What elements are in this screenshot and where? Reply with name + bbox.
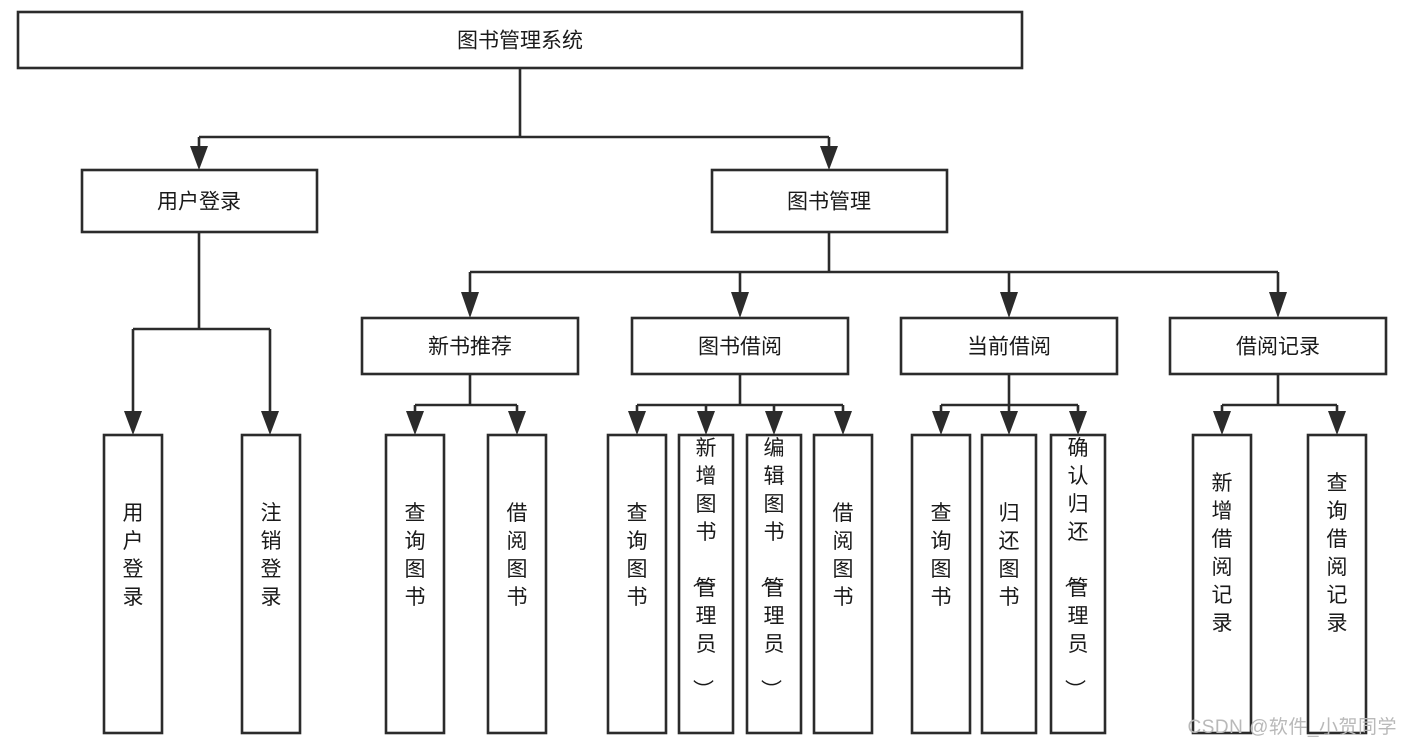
arrow-head-leaf-query-book-a bbox=[406, 411, 424, 435]
leaf-node-confirm-return-admin[interactable]: 确认归还（管理员） bbox=[1049, 433, 1107, 735]
leaf-user-login-box bbox=[102, 433, 164, 735]
arrow-head-leaf-query-book-c bbox=[932, 411, 950, 435]
node-user-login[interactable]: 用户登录 bbox=[80, 168, 319, 234]
node-user-login-label: 用户登录 bbox=[157, 191, 241, 214]
leaf-query-book-c-box bbox=[910, 433, 972, 735]
leaf-add-book-admin-box bbox=[677, 433, 735, 735]
connector-group-user-login bbox=[124, 232, 279, 435]
leaf-return-book-box bbox=[980, 433, 1038, 735]
connector-group-current-borrow bbox=[932, 374, 1087, 435]
arrow-head-leaf-query-book-b bbox=[628, 411, 646, 435]
leaf-borrow-book-b-box bbox=[812, 433, 874, 735]
arrow-head-leaf-user-login bbox=[124, 411, 142, 435]
node-user-login-box bbox=[80, 168, 319, 234]
node-borrow-record-label: 借阅记录 bbox=[1236, 336, 1320, 359]
leaf-node-add-borrow-record[interactable]: 新增借阅记录 bbox=[1191, 433, 1253, 735]
connector-group-borrow-record bbox=[1213, 374, 1346, 435]
leaf-query-book-c-label: 查询图书 bbox=[931, 502, 952, 609]
leaf-logout-box bbox=[240, 433, 302, 735]
arrow-head-new-book bbox=[461, 292, 479, 318]
node-new-book-recommend-box bbox=[360, 316, 580, 376]
connector-group-new-book bbox=[406, 374, 526, 435]
node-book-management-box bbox=[710, 168, 949, 234]
leaf-node-add-book-admin[interactable]: 新增图书（管理员） bbox=[677, 433, 735, 735]
arrow-head-leaf-query-record bbox=[1328, 411, 1346, 435]
node-new-book-recommend-label: 新书推荐 bbox=[428, 336, 512, 359]
node-book-borrow-label: 图书借阅 bbox=[698, 336, 782, 359]
leaf-confirm-return-admin-box bbox=[1049, 433, 1107, 735]
leaf-return-book-label: 归还图书 bbox=[999, 502, 1020, 609]
arrow-head-leaf-borrow-book-a bbox=[508, 411, 526, 435]
leaf-node-query-book-b[interactable]: 查询图书 bbox=[606, 433, 668, 735]
node-current-borrow[interactable]: 当前借阅 bbox=[899, 316, 1119, 376]
node-borrow-record[interactable]: 借阅记录 bbox=[1168, 316, 1388, 376]
arrow-head-leaf-add-record bbox=[1213, 411, 1231, 435]
arrow-head-borrow-book bbox=[731, 292, 749, 318]
leaf-add-book-admin-label: 新增图书（管理员） bbox=[691, 437, 717, 700]
leaf-query-book-a-box bbox=[384, 433, 446, 735]
leaf-query-borrow-record-box bbox=[1306, 433, 1368, 735]
leaf-query-book-b-label: 查询图书 bbox=[627, 502, 648, 609]
leaf-node-borrow-book-a[interactable]: 借阅图书 bbox=[486, 433, 548, 735]
connector-group-borrow-book bbox=[628, 374, 852, 435]
arrow-head-leaf-edit-book bbox=[765, 411, 783, 435]
arrow-head-user-login bbox=[190, 146, 208, 170]
leaf-node-query-book-c[interactable]: 查询图书 bbox=[910, 433, 972, 735]
leaf-node-edit-book-admin[interactable]: 编辑图书（管理员） bbox=[745, 433, 803, 735]
leaf-query-book-a-label: 查询图书 bbox=[405, 502, 426, 609]
leaf-add-borrow-record-box bbox=[1191, 433, 1253, 735]
leaf-node-logout[interactable]: 注销登录 bbox=[240, 433, 302, 735]
arrow-head-leaf-return-book bbox=[1000, 411, 1018, 435]
arrow-head-leaf-add-book bbox=[697, 411, 715, 435]
node-book-management-label: 图书管理 bbox=[787, 191, 871, 214]
leaf-query-book-b-box bbox=[606, 433, 668, 735]
node-borrow-record-box bbox=[1168, 316, 1388, 376]
leaf-node-return-book[interactable]: 归还图书 bbox=[980, 433, 1038, 735]
leaf-node-query-book-a[interactable]: 查询图书 bbox=[384, 433, 446, 735]
connector-group-root bbox=[190, 68, 838, 170]
leaf-borrow-book-a-label: 借阅图书 bbox=[507, 502, 528, 609]
leaf-borrow-book-b-label: 借阅图书 bbox=[833, 502, 854, 609]
leaf-node-user-login[interactable]: 用户登录 bbox=[102, 433, 164, 735]
arrow-head-leaf-logout bbox=[261, 411, 279, 435]
arrow-head-leaf-borrow-book-b bbox=[834, 411, 852, 435]
node-root-label: 图书管理系统 bbox=[457, 30, 583, 53]
arrow-head-leaf-confirm-return bbox=[1069, 411, 1087, 435]
arrow-head-current-borrow bbox=[1000, 292, 1018, 318]
leaf-node-query-borrow-record[interactable]: 查询借阅记录 bbox=[1306, 433, 1368, 735]
leaf-borrow-book-a-box bbox=[486, 433, 548, 735]
leaf-edit-book-admin-box bbox=[745, 433, 803, 735]
arrow-head-book-mgmt bbox=[820, 146, 838, 170]
leaf-node-borrow-book-b[interactable]: 借阅图书 bbox=[812, 433, 874, 735]
leaf-user-login-label: 用户登录 bbox=[123, 502, 144, 609]
node-current-borrow-label: 当前借阅 bbox=[967, 336, 1051, 359]
leaf-logout-label: 注销登录 bbox=[261, 502, 282, 609]
node-book-management[interactable]: 图书管理 bbox=[710, 168, 949, 234]
node-book-borrow[interactable]: 图书借阅 bbox=[630, 316, 850, 376]
arrow-head-borrow-record bbox=[1269, 292, 1287, 318]
leaf-query-borrow-record-label: 查询借阅记录 bbox=[1327, 472, 1348, 635]
node-current-borrow-box bbox=[899, 316, 1119, 376]
leaf-add-borrow-record-label: 新增借阅记录 bbox=[1212, 472, 1233, 635]
node-root-box bbox=[16, 10, 1024, 70]
leaf-confirm-return-admin-label: 确认归还（管理员） bbox=[1063, 437, 1089, 700]
connector-group-book-mgmt bbox=[461, 232, 1287, 318]
node-book-borrow-box bbox=[630, 316, 850, 376]
node-new-book-recommend[interactable]: 新书推荐 bbox=[360, 316, 580, 376]
node-root-book-system[interactable]: 图书管理系统 bbox=[16, 10, 1024, 70]
leaf-edit-book-admin-label: 编辑图书（管理员） bbox=[759, 437, 785, 700]
